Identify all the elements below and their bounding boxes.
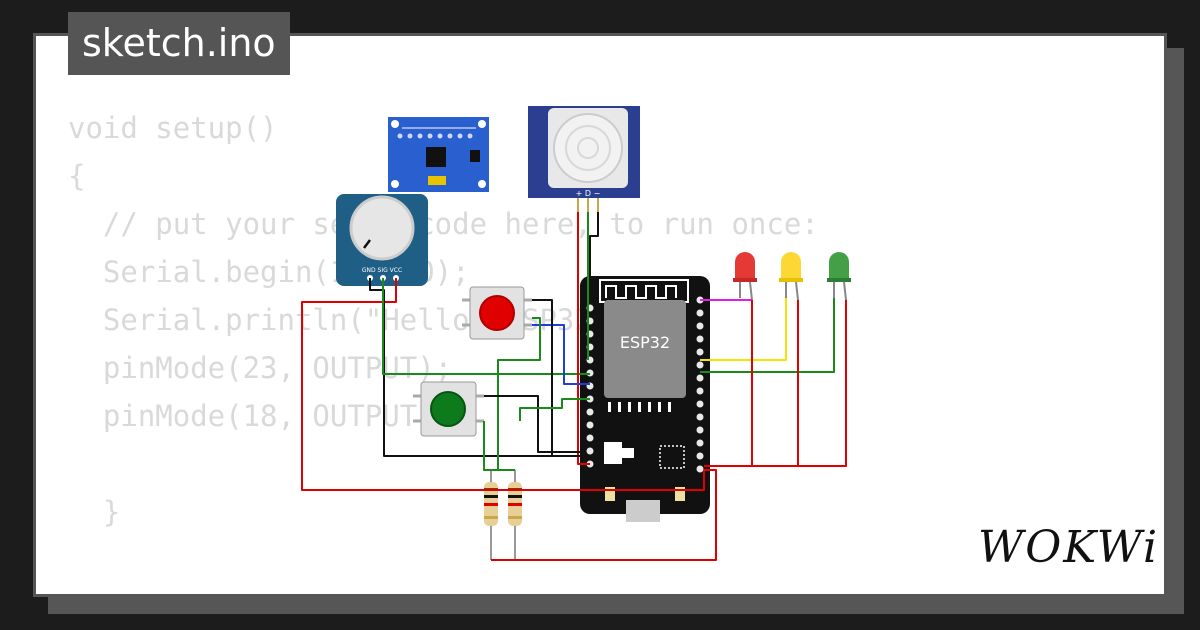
wire-pot-signal xyxy=(382,278,590,375)
code-line: } xyxy=(68,495,121,529)
project-title[interactable]: sketch.ino xyxy=(68,12,290,75)
green-push-button[interactable] xyxy=(413,381,484,437)
pir-pin-labels: + D − xyxy=(576,189,601,198)
wire-pir-vcc xyxy=(577,212,590,465)
wire-led-green-signal xyxy=(700,298,835,373)
code-line: // put your setup code here, to run once… xyxy=(68,207,819,241)
esp32-usb-chip xyxy=(659,445,685,469)
wire-led-green-gnd xyxy=(704,300,847,467)
code-line: void setup() xyxy=(68,111,278,145)
red-push-button[interactable] xyxy=(462,286,532,340)
wire-green-button-gnd xyxy=(484,395,580,453)
code-line: void loop() { xyxy=(68,584,819,594)
led-red[interactable] xyxy=(733,252,757,301)
wire-pot-vcc xyxy=(301,278,705,491)
code-line: pinMode(18, OUTPUT); xyxy=(68,399,453,433)
led-yellow[interactable] xyxy=(779,252,803,301)
pir-sensor[interactable]: + D − xyxy=(528,106,640,212)
potentiometer[interactable]: GND SIG VCC xyxy=(336,194,428,286)
wire-led-red-gnd xyxy=(704,300,753,467)
pot-pin-labels: GND SIG VCC xyxy=(362,267,402,274)
accelerometer-module[interactable] xyxy=(388,117,489,192)
usb-port xyxy=(626,500,660,522)
wire-red-button-resistor xyxy=(497,317,541,470)
wire-red-button-signal xyxy=(532,324,590,385)
code-line: { xyxy=(68,159,86,193)
esp32-pins-right xyxy=(696,296,704,473)
resistor-2[interactable] xyxy=(508,470,522,560)
wires xyxy=(301,212,847,561)
esp32-boot-button xyxy=(605,487,615,501)
esp32-label: ESP32 xyxy=(620,333,670,352)
led-green[interactable] xyxy=(827,252,851,301)
wire-pir-gnd xyxy=(589,212,599,300)
esp32-module xyxy=(604,300,686,398)
wokwi-logo: WOKWi xyxy=(978,522,1160,573)
wire-green-button-signal xyxy=(519,398,590,421)
wire-red-button-gnd xyxy=(532,299,580,457)
resistor-1[interactable] xyxy=(484,470,498,560)
wire-resistors-vcc xyxy=(491,469,717,561)
esp32-board[interactable]: ESP32 xyxy=(580,276,710,522)
esp32-en-button xyxy=(675,487,685,501)
wire-green-button-resistor xyxy=(483,421,515,471)
wire-led-yellow-signal xyxy=(700,298,787,361)
esp32-regulator xyxy=(604,442,622,464)
